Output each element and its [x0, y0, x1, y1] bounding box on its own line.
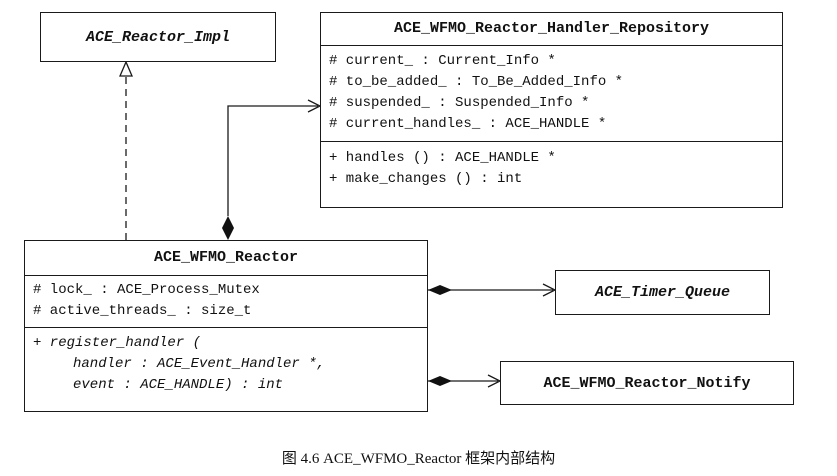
repository-class-box: ACE_WFMO_Reactor_Handler_Repository # cu… — [320, 12, 783, 208]
timer-queue-class-name: ACE_Timer_Queue — [594, 284, 731, 301]
repository-attribute: # suspended_ : Suspended_Info * — [329, 95, 590, 111]
reactor-class-box: ACE_WFMO_Reactor # lock_ : ACE_Process_M… — [24, 240, 428, 412]
notify-class-name: ACE_WFMO_Reactor_Notify — [543, 374, 751, 392]
reactor-attribute: # lock_ : ACE_Process_Mutex — [33, 282, 260, 298]
repository-method: + handles () : ACE_HANDLE * — [329, 150, 556, 166]
timer-queue-class-box: ACE_Timer_Queue — [555, 270, 770, 315]
reactor-methods: + register_handler ( handler : ACE_Event… — [25, 327, 427, 400]
repository-method: + make_changes () : int — [329, 171, 523, 187]
reactor-attribute: # active_threads_ : size_t — [33, 303, 252, 319]
notify-class-box: ACE_WFMO_Reactor_Notify — [500, 361, 794, 405]
impl-class-name: ACE_Reactor_Impl — [85, 28, 231, 46]
repository-attributes: # current_ : Current_Info * # to_be_adde… — [321, 45, 782, 141]
reactor-method-param: handler : ACE_Event_Handler *, — [73, 356, 326, 372]
repository-class-name: ACE_WFMO_Reactor_Handler_Repository — [393, 20, 710, 37]
repository-attribute: # to_be_added_ : To_Be_Added_Info * — [329, 74, 624, 90]
generalization-arrowhead — [119, 60, 133, 77]
composition-repository-line — [227, 105, 318, 216]
reactor-method-signature: + register_handler ( — [33, 335, 202, 351]
reactor-method-param: event : ACE_HANDLE) : int — [73, 377, 284, 393]
composition-repository-diamond — [222, 216, 234, 240]
composition-notify-diamond — [428, 376, 452, 386]
figure-caption: 图 4.6 ACE_WFMO_Reactor 框架内部结构 — [281, 451, 556, 467]
repository-attribute: # current_ : Current_Info * — [329, 53, 556, 69]
repository-methods: + handles () : ACE_HANDLE * + make_chang… — [321, 141, 782, 194]
impl-class-box: ACE_Reactor_Impl — [40, 12, 276, 62]
repository-attribute: # current_handles_ : ACE_HANDLE * — [329, 116, 607, 132]
reactor-attributes: # lock_ : ACE_Process_Mutex # active_thr… — [25, 275, 427, 327]
reactor-class-name: ACE_WFMO_Reactor — [153, 249, 299, 266]
composition-timer-diamond — [428, 285, 452, 295]
